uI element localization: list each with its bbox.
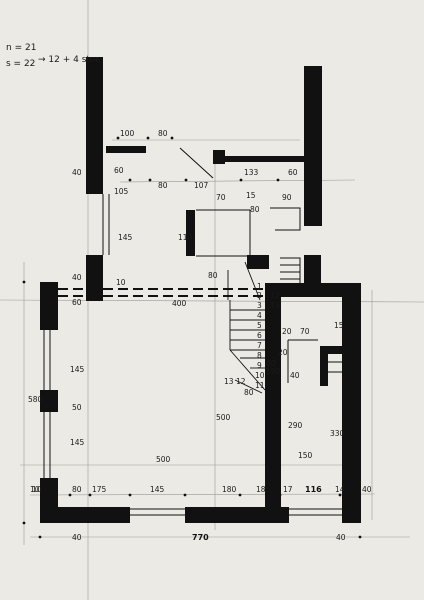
dim-wall-left: 40 (72, 533, 82, 542)
dim-upper: 145 (118, 233, 133, 242)
dim-bottom: 40 (362, 485, 372, 494)
thin-lines (43, 147, 342, 516)
dim-left: 10 (32, 485, 42, 494)
dim-top: 40 (72, 168, 82, 177)
note-s: s = 22 (6, 59, 35, 69)
stair-step: 4 (257, 311, 262, 320)
dim-upper: 80 (250, 205, 260, 214)
dim-overall-height: 580 (28, 395, 43, 404)
dim-main: 500 (156, 455, 171, 464)
ground-line (58, 288, 265, 297)
dim-top: 60 (288, 168, 298, 177)
dim-upper: 15 (246, 191, 256, 200)
dim-main: 500 (216, 413, 231, 422)
dim-stair: 13 (224, 377, 234, 386)
stair-step: 11 (255, 381, 265, 390)
dim-upper: 110 (178, 233, 193, 242)
dim-right: 40 (290, 371, 300, 380)
dim-bottom: 145 (150, 485, 165, 494)
dim-stair: 12 (236, 377, 246, 386)
stair (227, 261, 266, 394)
dim-top: 100 (120, 129, 135, 138)
dim-right: 150 (298, 451, 313, 460)
dim-left: 145 (70, 365, 85, 374)
dim-bottom: 18 (256, 485, 266, 494)
stair-step: 9 (257, 361, 262, 370)
dim-stair: 80 (244, 388, 254, 397)
dim-bottom: 175 (92, 485, 107, 494)
dim-upper: 40 (72, 273, 82, 282)
dim-right: 20 (282, 327, 292, 336)
stair-step: 2 (257, 291, 262, 300)
dim-bottom: 180 (222, 485, 237, 494)
dim-right: 20 (278, 348, 288, 357)
tick-marks (22, 136, 362, 539)
dim-upper: 10 (116, 278, 126, 287)
dim-bottom: 10 (30, 485, 40, 494)
stair-step: 12 (270, 291, 280, 300)
dim-stair: 40 (266, 359, 276, 368)
dim-top: 133 (244, 168, 259, 177)
stair-step: 13 (270, 301, 280, 310)
dim-overall-width: 770 (192, 533, 209, 542)
dim-upper: 105 (114, 187, 129, 196)
stair-step: 5 (257, 321, 262, 330)
dim-bottom: 14 (335, 485, 345, 494)
dim-left: 80 (72, 485, 82, 494)
dim-left: 60 (72, 298, 82, 307)
note-n: n = 21 (6, 43, 36, 53)
dim-right: 330 (330, 429, 345, 438)
stair-step: 7 (257, 341, 262, 350)
dim-right: 15 (334, 321, 344, 330)
dim-ground: 400 (172, 299, 187, 308)
stair-step: 8 (257, 351, 262, 360)
stair-step: 6 (257, 331, 262, 340)
stair-step: 3 (257, 301, 262, 310)
dim-left: 50 (72, 403, 82, 412)
dim-top: 80 (158, 129, 168, 138)
dim-right: 70 (300, 327, 310, 336)
dim-upper: 70 (216, 193, 226, 202)
dim-top: 107 (194, 181, 209, 190)
dim-right: 290 (288, 421, 303, 430)
dim-wall-right: 40 (336, 533, 346, 542)
dim-upper: 80 (208, 271, 218, 280)
stair-step: 10 (255, 371, 265, 380)
note-storeys: → 12 + 4 stor. (38, 55, 101, 65)
dim-top: 60 (114, 166, 124, 175)
dim-stair: 190 (266, 367, 281, 376)
dim-bottom: 116 (305, 485, 322, 494)
dim-top: 80 (158, 181, 168, 190)
dim-upper: 90 (282, 193, 292, 202)
walls (40, 57, 361, 523)
dim-bottom: 17 (283, 485, 293, 494)
stair-step: 1 (257, 282, 262, 291)
dim-left: 145 (70, 438, 85, 447)
